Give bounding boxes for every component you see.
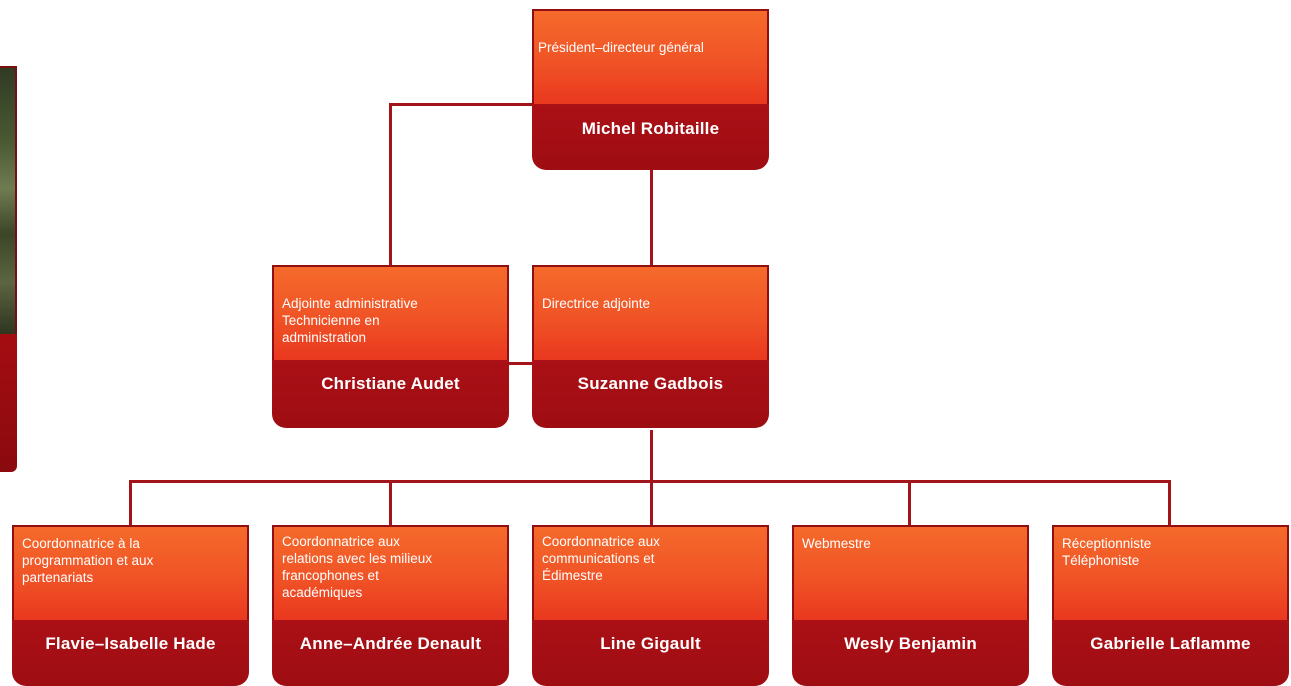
president-name: Michel Robitaille: [532, 104, 769, 170]
connector-president-to-assistant-h: [390, 103, 533, 106]
connector-deputy-to-staff-v: [650, 430, 653, 482]
staff-role-3: Coordonnatrice aux communications et Édi…: [532, 525, 769, 620]
connector-drop-3: [650, 480, 653, 527]
assistant-role: Adjointe administrative Technicienne en …: [272, 265, 509, 360]
assistant-role-line-1: Adjointe administrative: [282, 296, 418, 311]
staff-3-role-line-2: communications et: [542, 551, 655, 566]
portrait-photo: [0, 66, 17, 336]
staff-box-5: Réceptionniste Téléphoniste Gabrielle La…: [1052, 525, 1289, 686]
connector-drop-1: [129, 480, 132, 527]
president-box: Président–directeur général Michel Robit…: [532, 9, 769, 170]
staff-2-role-line-3: francophones et: [282, 568, 379, 583]
staff-box-1: Coordonnatrice à la programmation et aux…: [12, 525, 249, 686]
assistant-role-line-3: administration: [282, 330, 367, 345]
connector-drop-5: [1168, 480, 1171, 527]
assistant-role-line-2: Technicienne en: [282, 313, 380, 328]
staff-1-role-line-3: partenariats: [22, 570, 94, 585]
connector-drop-4: [908, 480, 911, 527]
staff-role-4: Webmestre: [792, 525, 1029, 620]
deputy-role: Directrice adjointe: [532, 265, 769, 360]
staff-box-3: Coordonnatrice aux communications et Édi…: [532, 525, 769, 686]
staff-5-role-line-1: Réceptionniste: [1062, 536, 1152, 551]
staff-role-5: Réceptionniste Téléphoniste: [1052, 525, 1289, 620]
staff-name-5: Gabrielle Laflamme: [1052, 620, 1289, 686]
staff-box-4: Webmestre Wesly Benjamin: [792, 525, 1029, 686]
connector-assistant-v: [389, 103, 392, 267]
deputy-name: Suzanne Gadbois: [532, 360, 769, 428]
staff-2-role-line-2: relations avec les milieux: [282, 551, 433, 566]
staff-2-role-line-4: académiques: [282, 585, 363, 600]
staff-name-2: Anne–Andrée Denault: [272, 620, 509, 686]
president-role: Président–directeur général: [532, 9, 769, 104]
staff-2-role-line-1: Coordonnatrice aux: [282, 534, 400, 549]
assistant-name: Christiane Audet: [272, 360, 509, 428]
staff-5-role-line-2: Téléphoniste: [1062, 553, 1140, 568]
portrait-caption-panel: [0, 334, 17, 472]
staff-4-role-line-1: Webmestre: [802, 536, 871, 551]
staff-1-role-line-2: programmation et aux: [22, 553, 154, 568]
staff-3-role-line-3: Édimestre: [542, 568, 603, 583]
connector-president-to-deputy-v: [650, 168, 653, 267]
staff-role-1: Coordonnatrice à la programmation et aux…: [12, 525, 249, 620]
assistant-box: Adjointe administrative Technicienne en …: [272, 265, 509, 428]
staff-box-2: Coordonnatrice aux relations avec les mi…: [272, 525, 509, 686]
connector-assistant-deputy-h: [505, 362, 535, 365]
staff-name-4: Wesly Benjamin: [792, 620, 1029, 686]
deputy-box: Directrice adjointe Suzanne Gadbois: [532, 265, 769, 428]
staff-role-2: Coordonnatrice aux relations avec les mi…: [272, 525, 509, 620]
connector-drop-2: [389, 480, 392, 527]
staff-1-role-line-1: Coordonnatrice à la: [22, 536, 140, 551]
staff-name-1: Flavie–Isabelle Hade: [12, 620, 249, 686]
staff-3-role-line-1: Coordonnatrice aux: [542, 534, 660, 549]
staff-name-3: Line Gigault: [532, 620, 769, 686]
